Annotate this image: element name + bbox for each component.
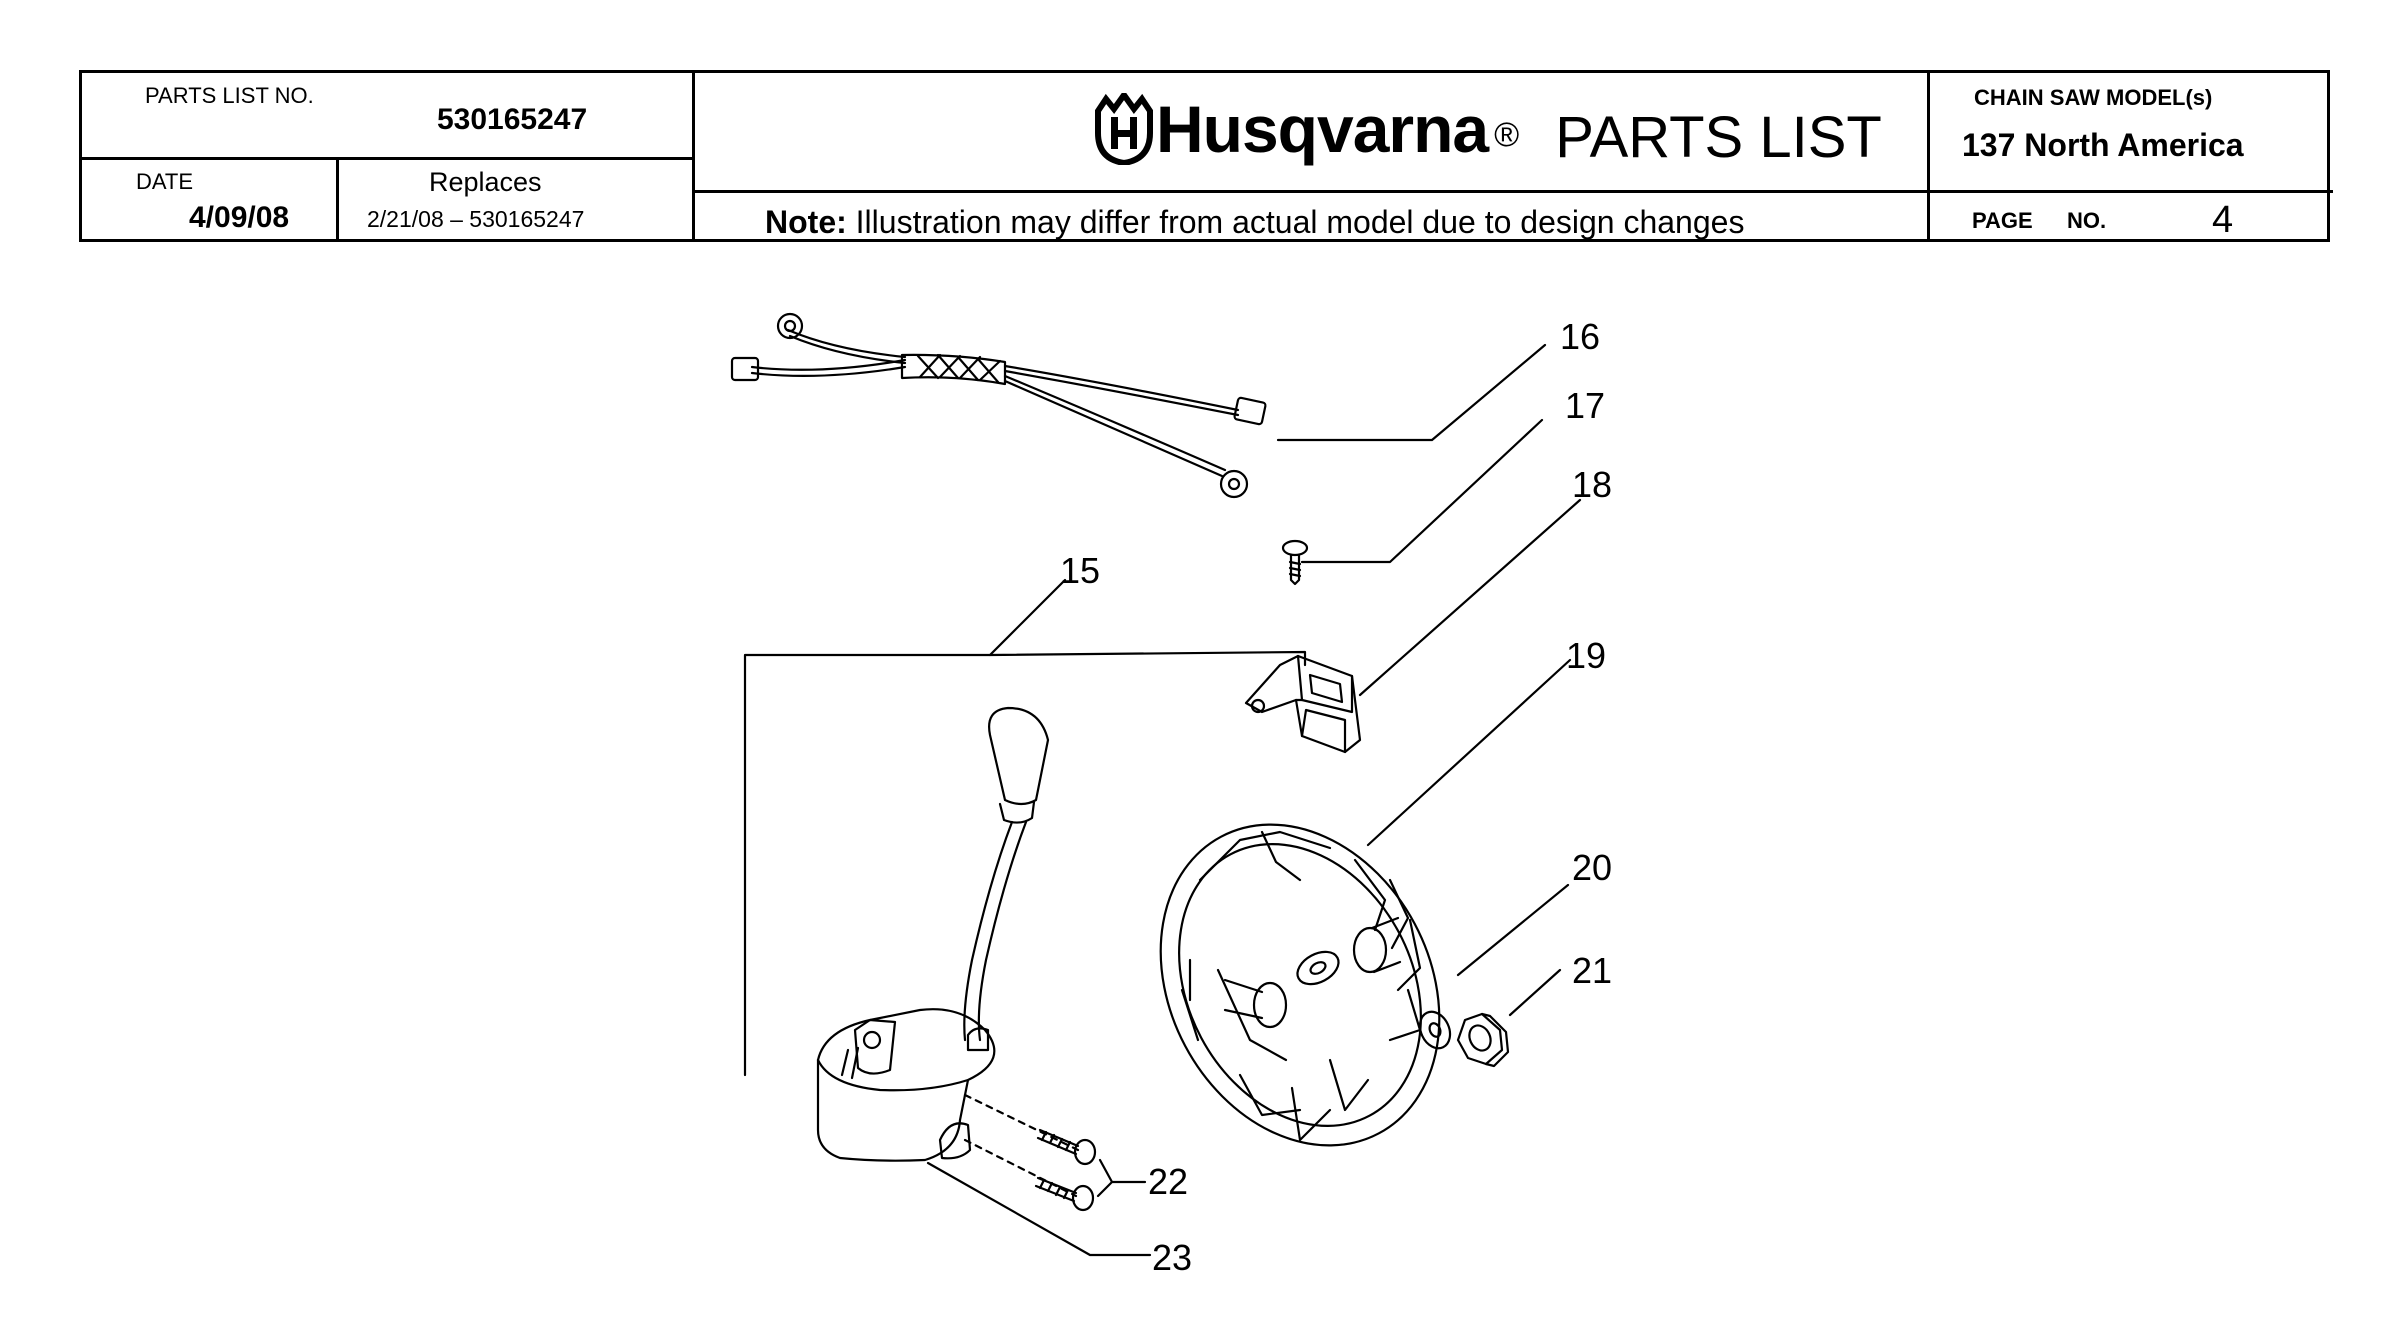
callout-23: 23	[1152, 1237, 1192, 1278]
page-no-label: NO.	[2067, 208, 2107, 233]
callout-21: 21	[1572, 950, 1612, 991]
leader-lines	[743, 343, 1582, 1257]
page-label: PAGE	[1972, 208, 2033, 233]
model-value: 137 North America	[1962, 127, 2244, 163]
husqvarna-crown-icon	[1095, 93, 1153, 165]
callout-16: 16	[1560, 316, 1600, 357]
header-table: PARTS LIST NO. 530165247 DATE 4/09/08 Re…	[79, 70, 2333, 242]
date-value: 4/09/08	[189, 201, 290, 234]
registered-mark: ®	[1494, 115, 1520, 154]
callout-17: 17	[1565, 385, 1605, 426]
note: Note: Illustration may differ from actua…	[765, 204, 1744, 241]
parts-list-label: PARTS LIST NO.	[145, 83, 314, 108]
replaces-value: 2/21/08 – 530165247	[367, 206, 585, 232]
divider	[692, 190, 2333, 193]
flywheel-part	[1159, 823, 1441, 1147]
page-title: PARTS LIST	[1555, 104, 1882, 170]
divider	[692, 73, 695, 239]
callout-22: 22	[1148, 1161, 1188, 1202]
wire-harness-part	[730, 312, 1267, 499]
nut-part	[1456, 1012, 1510, 1068]
model-label: CHAIN SAW MODEL(s)	[1974, 85, 2213, 110]
brand-name: Husqvarna	[1156, 92, 1489, 166]
callout-18: 18	[1572, 464, 1612, 505]
divider	[1927, 190, 2333, 193]
ignition-coil-part	[816, 706, 1050, 1162]
date-label: DATE	[136, 169, 194, 194]
switch-part	[1244, 654, 1362, 754]
callout-19: 19	[1566, 635, 1606, 676]
divider	[1927, 73, 1930, 239]
note-label: Note:	[765, 204, 847, 240]
callout-20: 20	[1572, 847, 1612, 888]
divider	[336, 157, 339, 239]
washer-part	[1418, 1010, 1452, 1050]
callout-15: 15	[1060, 550, 1100, 591]
page-number: 4	[2212, 199, 2234, 241]
note-text: Illustration may differ from actual mode…	[855, 204, 1745, 240]
parts-list-number: 530165247	[437, 103, 588, 136]
screws-part	[963, 1093, 1097, 1212]
brand-logo: Husqvarna ® PARTS LIST	[1092, 91, 1882, 170]
divider	[82, 157, 692, 160]
screw-part	[1281, 539, 1309, 586]
replaces-label: Replaces	[429, 167, 542, 197]
callout-labels: 15 16 17 18 19 20 21 22 23	[1060, 316, 1612, 1278]
